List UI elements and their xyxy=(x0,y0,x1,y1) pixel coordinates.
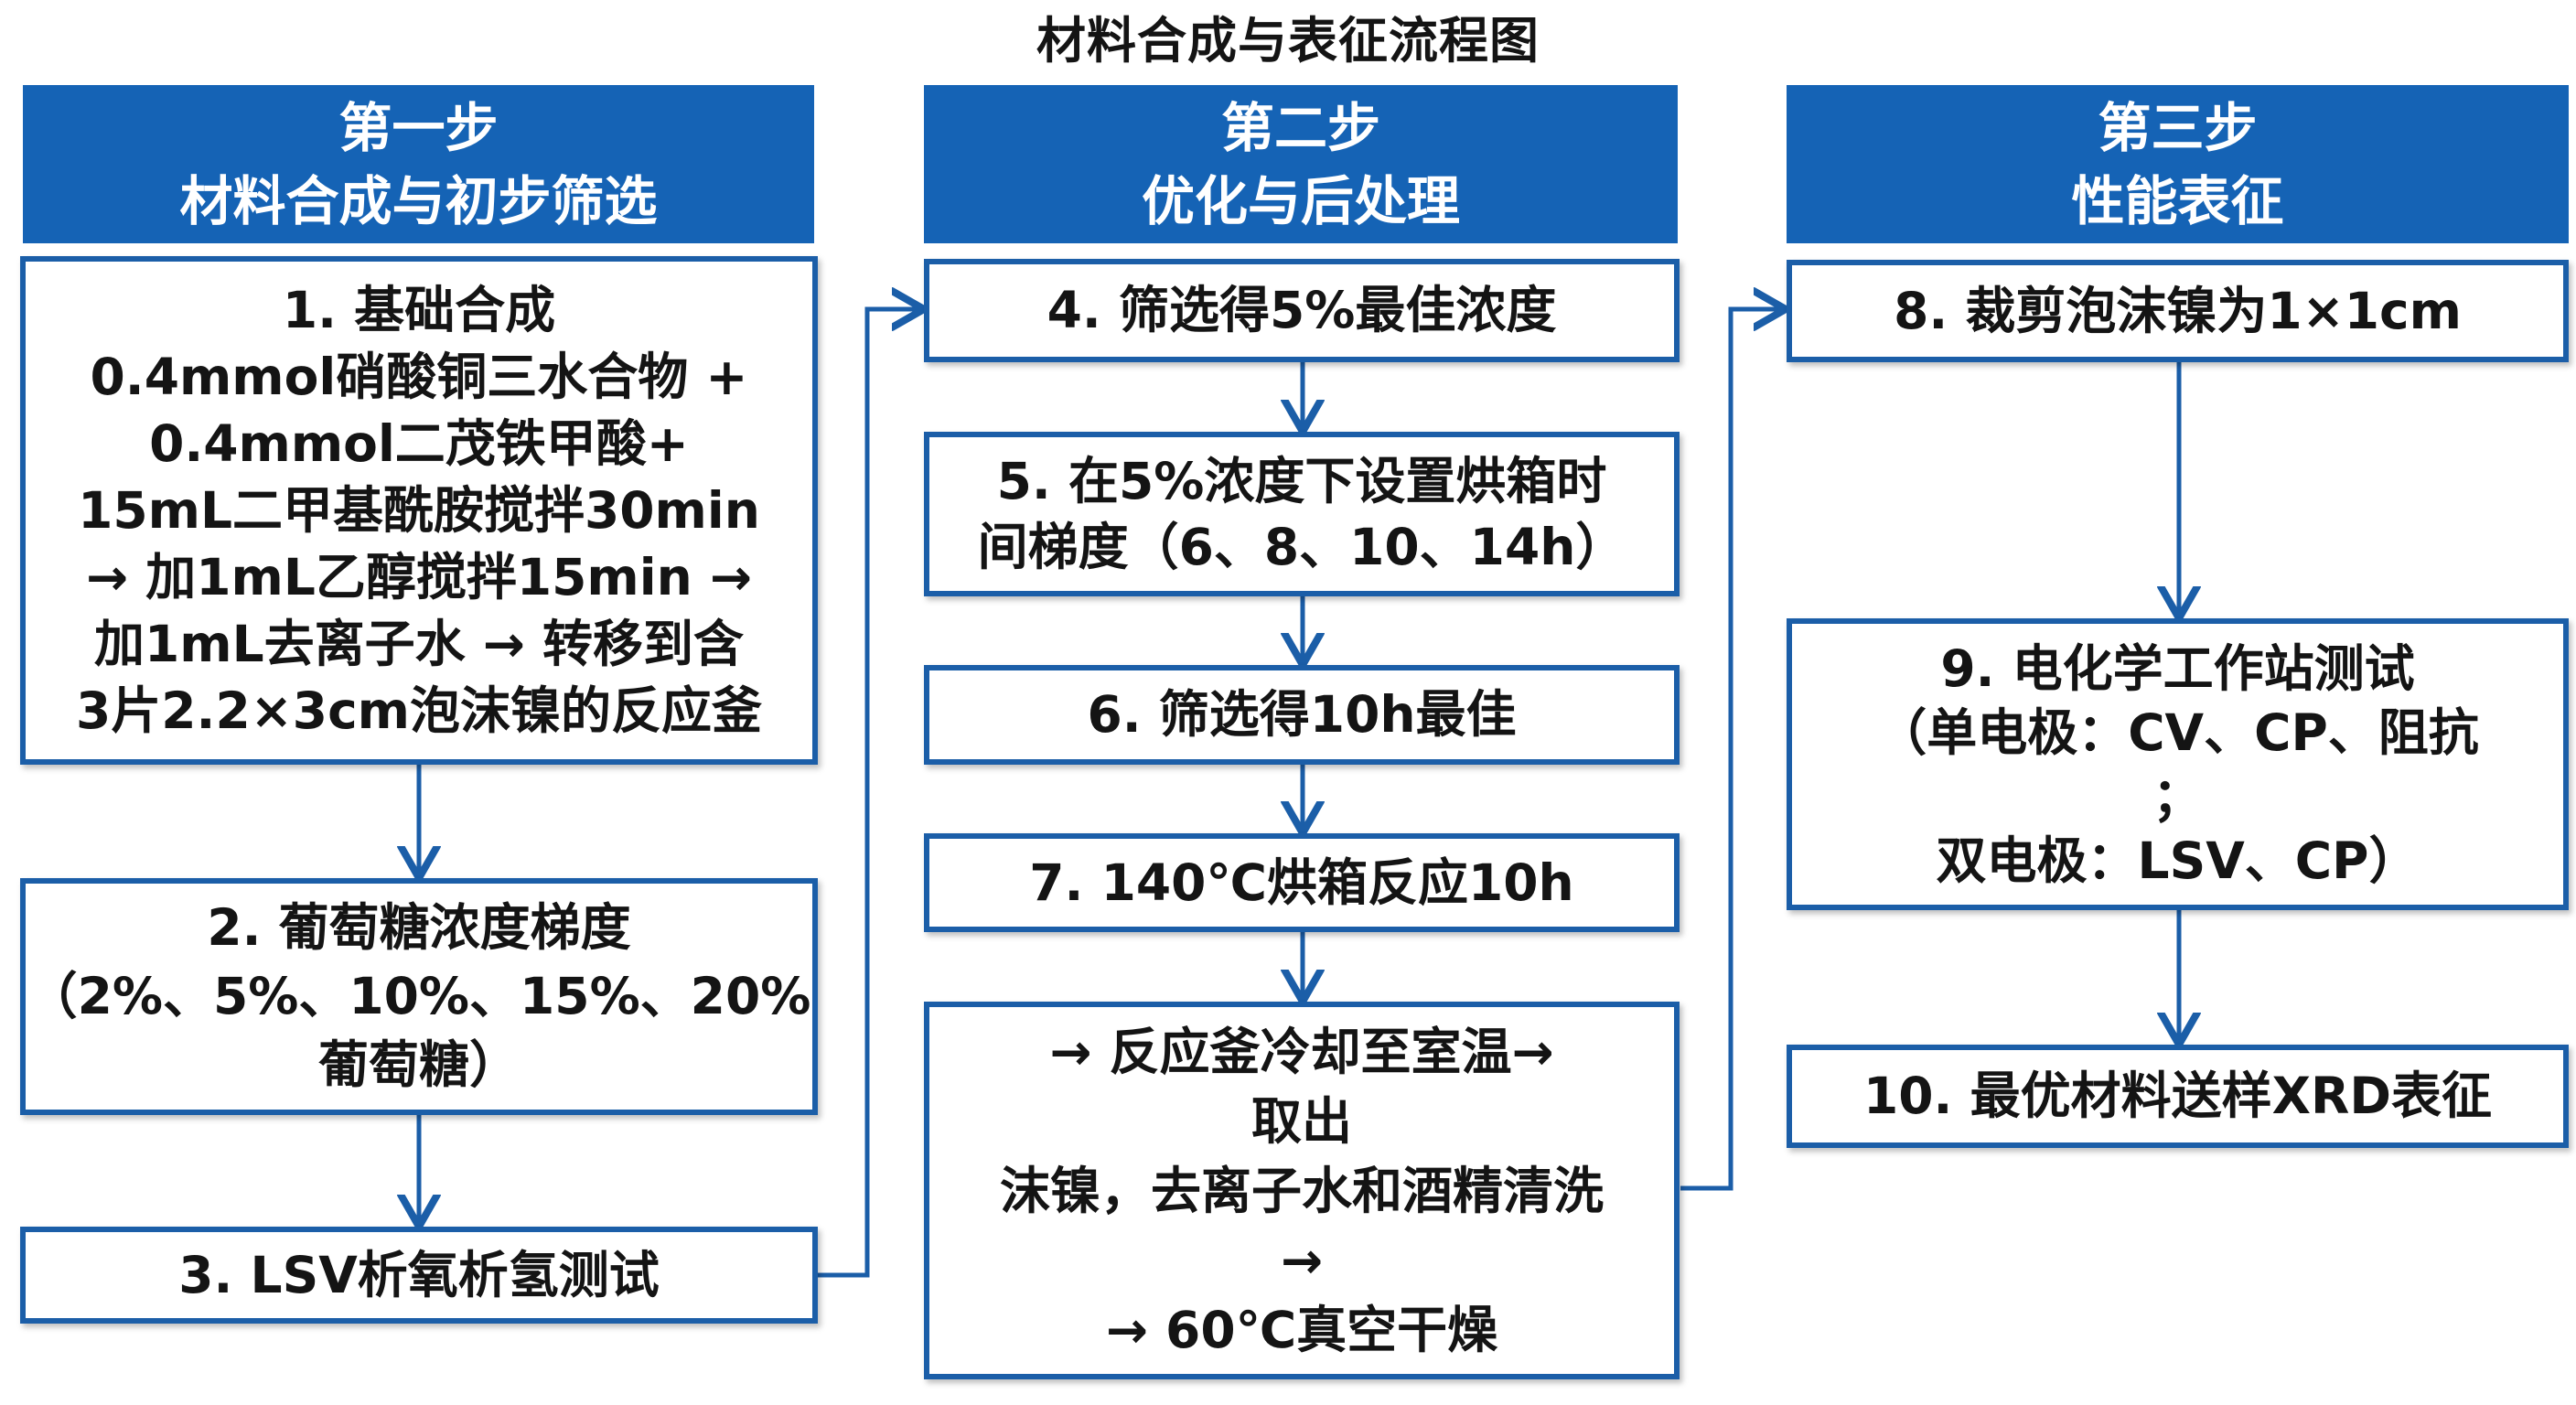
node-line: 10. 最优材料送样XRD表征 xyxy=(1863,1067,2492,1125)
arrow-7b-to-8 xyxy=(1680,309,1781,1191)
node-line: → 60℃真空干燥 xyxy=(1105,1300,1498,1359)
node-7-post-processing: → 反应釜冷却至室温→ 取出 沫镍，去离子水和酒精清洗 → → 60℃真空干燥 xyxy=(924,1002,1680,1379)
node-line: 7. 140℃烘箱反应10h xyxy=(1029,853,1574,912)
node-8-cut-nickel-foam: 8. 裁剪泡沫镍为1×1cm xyxy=(1787,260,2569,362)
node-line: 0.4mmol硝酸铜三水合物 + xyxy=(90,347,748,406)
node-line: → 加1mL乙醇搅拌15min → xyxy=(86,547,752,606)
node-line: 沫镍，去离子水和酒精清洗 xyxy=(999,1161,1604,1220)
node-5-oven-time-gradient: 5. 在5%浓度下设置烘箱时 间梯度（6、8、10、14h） xyxy=(924,432,1680,596)
node-line: 间梯度（6、8、10、14h） xyxy=(977,518,1626,576)
node-line: 4. 筛选得5%最佳浓度 xyxy=(1046,281,1557,339)
node-9-electrochemical-test: 9. 电化学工作站测试 （单电极：CV、CP、阻抗 ； 双电极：LSV、CP） xyxy=(1787,618,2569,910)
node-1-basic-synthesis: 1. 基础合成 0.4mmol硝酸铜三水合物 + 0.4mmol二茂铁甲酸+ 1… xyxy=(20,256,818,765)
node-line: 9. 电化学工作站测试 xyxy=(1940,638,2415,698)
node-7-oven-reaction: 7. 140℃烘箱反应10h xyxy=(924,833,1680,932)
node-line: 1. 基础合成 xyxy=(282,280,556,339)
node-line: 2. 葡萄糖浓度梯度 xyxy=(207,898,631,957)
node-2-glucose-gradient: 2. 葡萄糖浓度梯度 （2%、5%、10%、15%、20% 葡萄糖） xyxy=(20,878,818,1115)
node-line: （单电极：CV、CP、阻抗 xyxy=(1876,702,2479,762)
node-line: （2%、5%、10%、15%、20% xyxy=(27,967,811,1025)
step-subtitle: 优化与后处理 xyxy=(1141,169,1460,232)
node-3-lsv-test: 3. LSV析氧析氢测试 xyxy=(20,1227,818,1324)
node-line: 3. LSV析氧析氢测试 xyxy=(178,1245,660,1304)
node-line: 15mL二甲基酰胺搅拌30min xyxy=(78,480,760,540)
node-10-xrd-characterization: 10. 最优材料送样XRD表征 xyxy=(1787,1045,2569,1148)
node-line: 5. 在5%浓度下设置烘箱时 xyxy=(996,452,1607,510)
step-label: 第一步 xyxy=(338,96,499,159)
node-line: → 反应釜冷却至室温→ xyxy=(1049,1022,1554,1081)
step-label: 第二步 xyxy=(1220,96,1380,159)
step-subtitle: 材料合成与初步筛选 xyxy=(179,169,658,232)
node-6-best-time: 6. 筛选得10h最佳 xyxy=(924,665,1680,765)
node-line: 葡萄糖） xyxy=(317,1035,520,1094)
node-line: 加1mL去离子水 → 转移到含 xyxy=(93,614,744,673)
step-subtitle: 性能表征 xyxy=(2071,169,2284,232)
node-line: 8. 裁剪泡沫镍为1×1cm xyxy=(1894,281,2462,340)
diagram-title: 材料合成与表征流程图 xyxy=(1036,11,1540,70)
node-4-best-concentration: 4. 筛选得5%最佳浓度 xyxy=(924,259,1680,362)
node-line: 0.4mmol二茂铁甲酸+ xyxy=(149,413,689,473)
step-label: 第三步 xyxy=(2098,96,2258,159)
step-header-1: 第一步 材料合成与初步筛选 xyxy=(23,85,814,243)
step-header-3: 第三步 性能表征 xyxy=(1787,85,2569,243)
node-line: 6. 筛选得10h最佳 xyxy=(1087,685,1517,744)
node-line: 双电极：LSV、CP） xyxy=(1936,831,2420,890)
node-line: 3片2.2×3cm泡沫镍的反应釜 xyxy=(76,681,762,740)
step-header-2: 第二步 优化与后处理 xyxy=(924,85,1678,243)
node-line: → xyxy=(1280,1230,1324,1290)
node-line: ； xyxy=(2152,767,2203,826)
arrow-3-to-4 xyxy=(817,309,919,1278)
node-line: 取出 xyxy=(1250,1091,1352,1151)
